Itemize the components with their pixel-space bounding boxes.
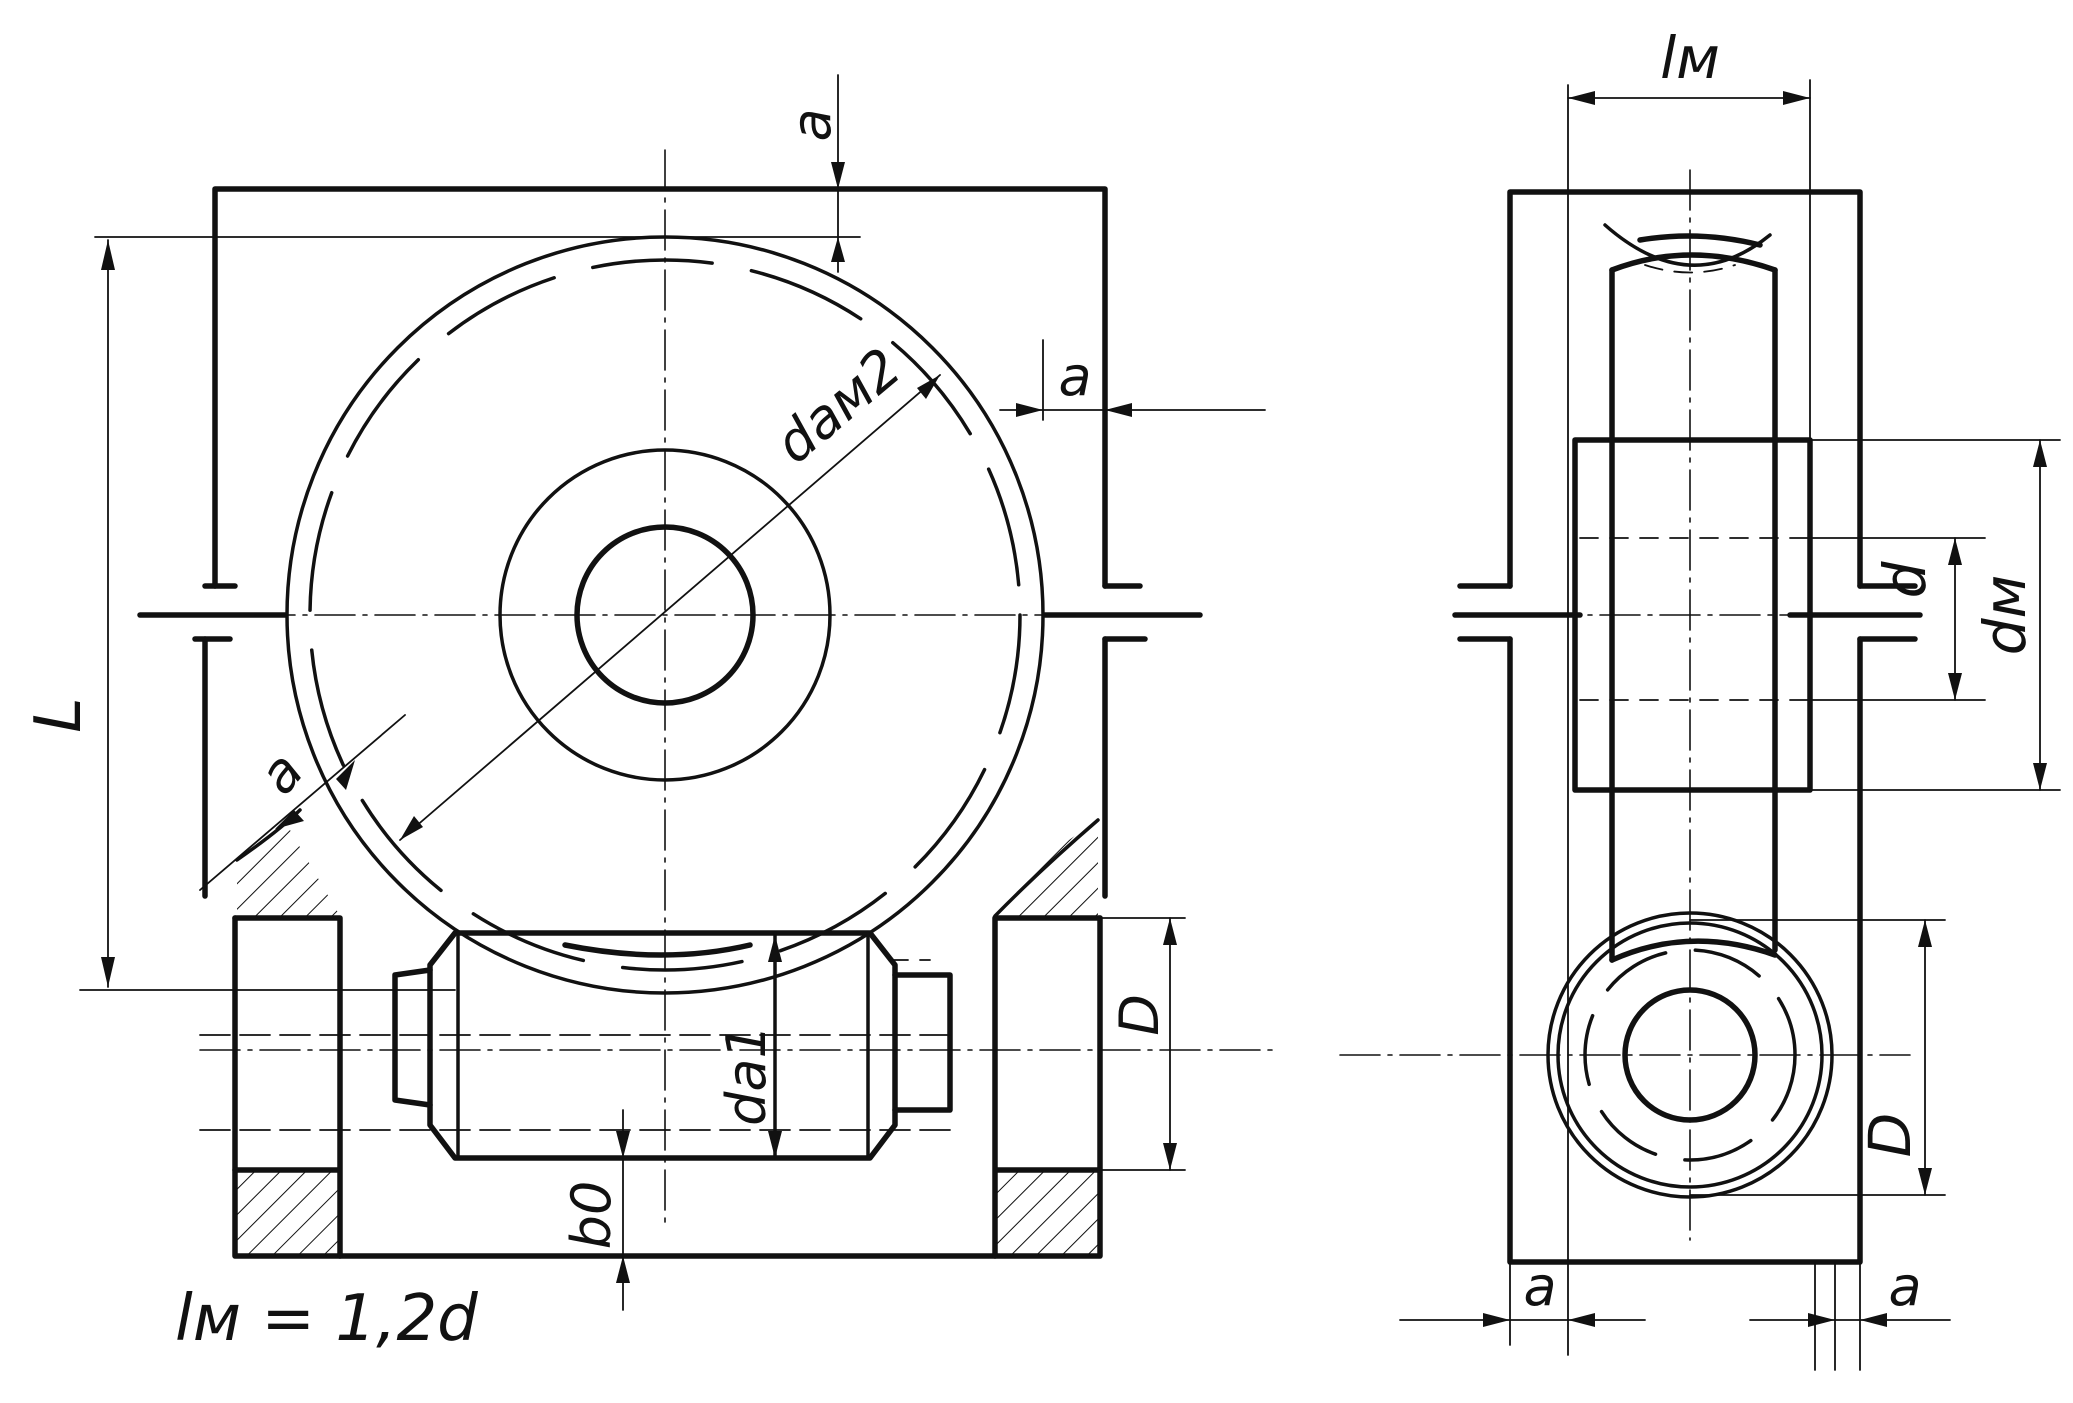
- formula-text: lм = 1,2d: [175, 1282, 478, 1356]
- dim-a-side-right-arrow-1: [1808, 1313, 1835, 1327]
- side-worm-top-arc: [1609, 938, 1778, 963]
- worm-body: [427, 930, 898, 1161]
- dim-L-arrow-bottom: [101, 957, 115, 987]
- dim-dam2-label: dам2: [763, 336, 913, 476]
- housing-flange-left: [137, 583, 288, 642]
- side-wheel-top-2: [1637, 233, 1763, 248]
- side-wheel-dash: [1644, 264, 1736, 274]
- dim-d-arrow-1: [1948, 538, 1962, 565]
- dim-a-side-right-label: a: [1888, 1255, 1921, 1318]
- front-view: L a a dам2 a D dа1: [22, 74, 1281, 1356]
- dim-da1-label: dа1: [715, 1024, 778, 1126]
- boss-left: [232, 915, 343, 1259]
- dim-a-side-right-arrow-2: [1860, 1313, 1887, 1327]
- hatch-wall-left: [237, 830, 340, 916]
- dim-dm-arrow-1: [2033, 440, 2047, 467]
- worm-shaft-right: [892, 972, 953, 1113]
- dim-a-right-arrow-2: [1105, 403, 1132, 417]
- dim-a-diag-arrow-2: [275, 810, 304, 829]
- housing-outline-upper: [212, 186, 1108, 589]
- worm-wheel-mesh: [562, 942, 753, 958]
- side-view: lм d dм D a a: [1339, 24, 2061, 1371]
- dim-D-side-arrow-1: [1918, 920, 1932, 947]
- side-housing-upper: [1507, 189, 1863, 589]
- dim-a-side-left-arrow-2: [1568, 1313, 1595, 1327]
- dim-a-top-arrow-2: [831, 237, 845, 262]
- hatch-bottom-left: [237, 1172, 338, 1254]
- dim-da1-arrow-2: [768, 1131, 782, 1158]
- side-wheel-arc: [1603, 223, 1772, 267]
- dim-a-diag-label: a: [246, 740, 316, 806]
- dim-lm-arrow-1: [1568, 91, 1595, 105]
- dim-dam2-arrow-2: [917, 375, 940, 399]
- dim-a-side-left-label: a: [1523, 1255, 1556, 1318]
- dim-d-arrow-2: [1948, 673, 1962, 700]
- side-flange-left: [1452, 583, 1583, 642]
- dim-d-label: d: [1871, 560, 1939, 598]
- dim-da1-arrow-1: [768, 935, 782, 962]
- side-wheel-top: [1609, 252, 1778, 273]
- housing-bottom: [232, 915, 1103, 1259]
- dim-dam2-arrow-1: [400, 816, 423, 840]
- worm-shaft-left: [392, 967, 433, 1108]
- dim-dam2-line: [399, 374, 941, 841]
- dim-dm-label: dм: [1971, 575, 2039, 656]
- dim-L-label: L: [22, 697, 96, 733]
- dim-D-front-arrow-1: [1163, 918, 1177, 945]
- hatch-bottom-right: [997, 1172, 1098, 1254]
- dim-D-front-arrow-2: [1163, 1143, 1177, 1170]
- dim-a-right-label: a: [1058, 345, 1091, 408]
- dim-a-diag-line: [199, 714, 406, 891]
- side-housing-lower: [1507, 636, 1863, 1265]
- dim-b0-arrow-2: [616, 1256, 630, 1283]
- dim-b0-label: b0: [560, 1181, 623, 1250]
- dim-dm-arrow-2: [2033, 763, 2047, 790]
- dim-D-side-label: D: [1856, 1113, 1924, 1158]
- dim-lm-arrow-2: [1783, 91, 1810, 105]
- housing-outline-lower: [202, 636, 1108, 899]
- dim-a-diag-arrow: [336, 760, 355, 790]
- dim-a-right-arrow-1: [1016, 403, 1043, 417]
- dim-lm-label: lм: [1660, 24, 1720, 92]
- dim-a-top-arrow-1: [831, 162, 845, 189]
- dim-D-front-label: D: [1108, 994, 1171, 1036]
- dim-D-side-arrow-2: [1918, 1168, 1932, 1195]
- wall-curve-right: [993, 818, 1100, 918]
- housing-flange-right: [1042, 583, 1203, 642]
- dim-b0-arrow-1: [616, 1131, 630, 1158]
- dim-a-top-label: a: [780, 108, 843, 141]
- dim-L-arrow-top: [101, 240, 115, 270]
- dim-a-side-left-arrow-1: [1483, 1313, 1510, 1327]
